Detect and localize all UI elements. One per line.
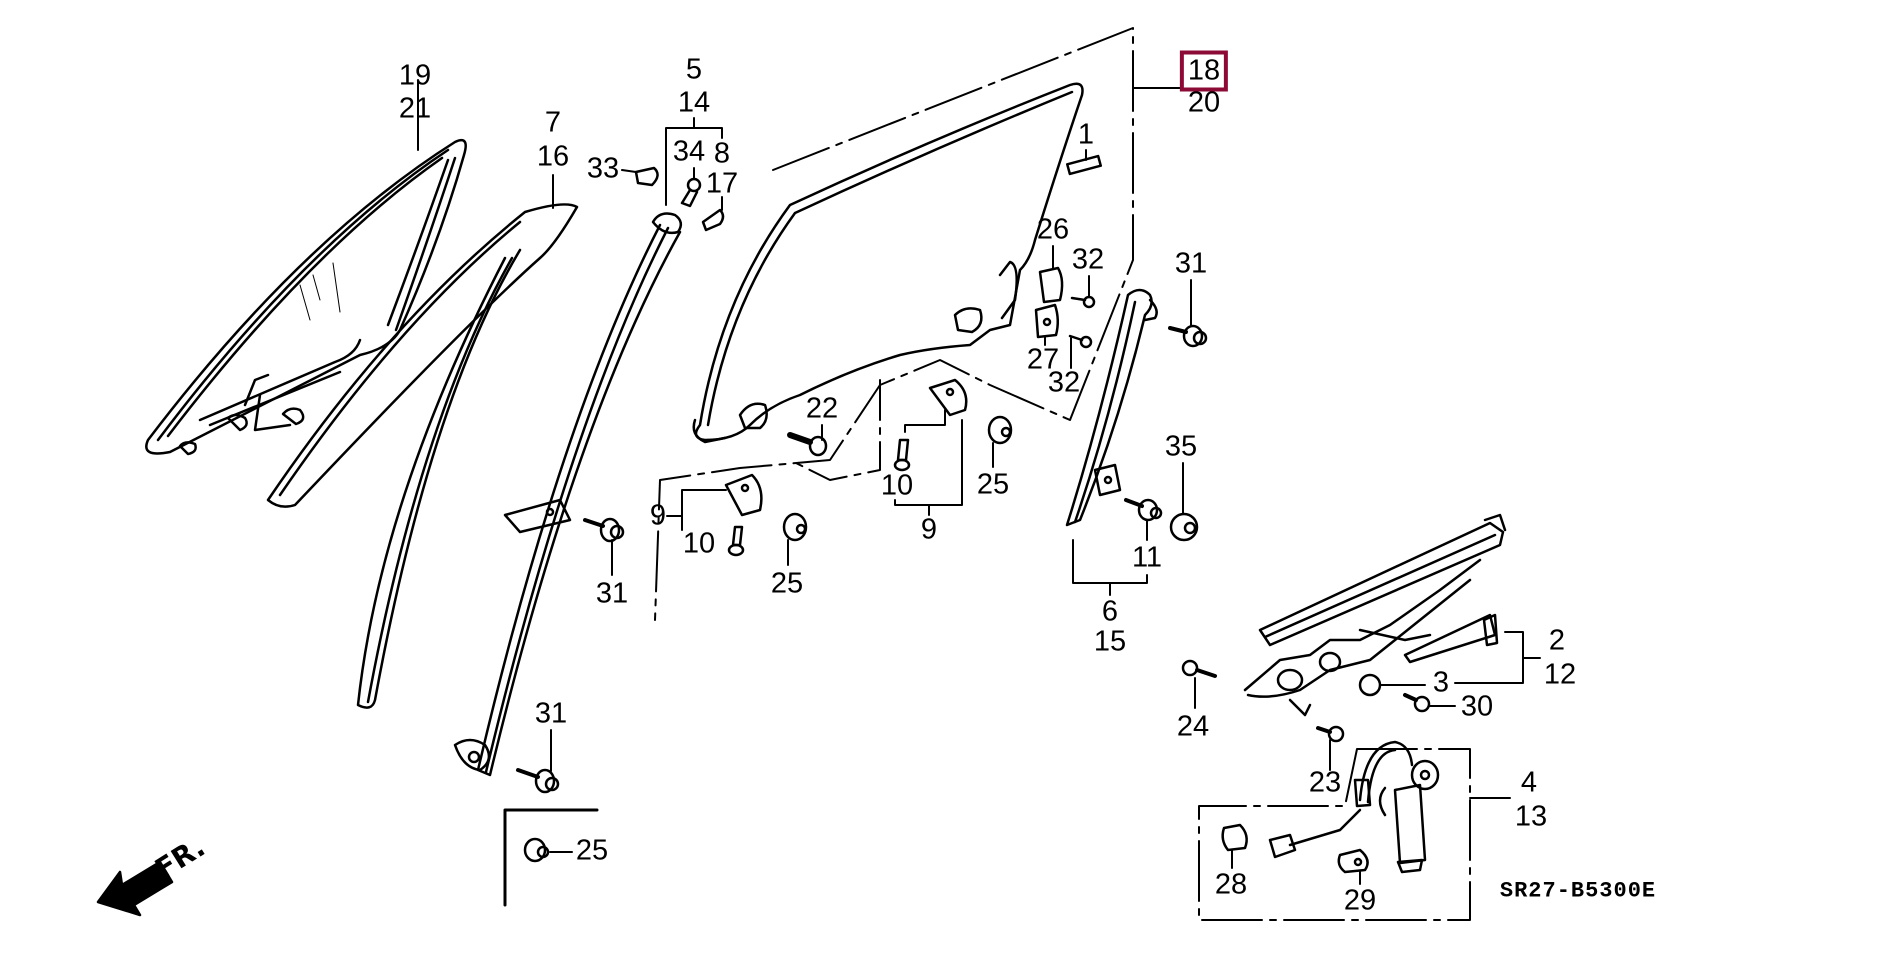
screw-33 (622, 168, 658, 185)
callout-13[interactable]: 13 (1514, 800, 1548, 833)
callout-32-lower[interactable]: 32 (1047, 366, 1081, 399)
callout-35[interactable]: 35 (1164, 430, 1198, 463)
bolt-23 (1318, 727, 1343, 770)
callout-33[interactable]: 33 (586, 152, 620, 185)
callout-3[interactable]: 3 (1432, 666, 1450, 699)
callout-20[interactable]: 20 (1187, 86, 1221, 119)
screw-32a (1072, 276, 1094, 307)
callout-15[interactable]: 15 (1093, 625, 1127, 658)
collar-25-lower (784, 514, 806, 565)
window-regulator-part (1245, 515, 1540, 715)
callout-25-boxed[interactable]: 25 (575, 834, 609, 867)
clip-17 (703, 197, 723, 230)
clip-28 (1223, 825, 1247, 868)
bolt-30 (1405, 695, 1455, 711)
callout-6[interactable]: 6 (1101, 595, 1119, 628)
callout-32-upper[interactable]: 32 (1071, 243, 1105, 276)
diagram-code: SR27-B5300E (1499, 878, 1657, 904)
bolt-31-lower (518, 730, 558, 792)
callout-34[interactable]: 34 (672, 135, 706, 168)
clip-27 (1036, 305, 1058, 345)
screw-32b (1070, 336, 1091, 368)
callout-2[interactable]: 2 (1548, 624, 1566, 657)
clip-26 (1040, 246, 1062, 302)
callout-22[interactable]: 22 (805, 392, 839, 425)
door-glass-part (655, 28, 1181, 620)
callout-17[interactable]: 17 (705, 167, 739, 200)
nut-35 (1171, 463, 1197, 540)
glass-holder-9-lower (667, 475, 761, 555)
clip-29 (1339, 850, 1368, 884)
bolt-22 (790, 425, 826, 455)
callout-14[interactable]: 14 (677, 86, 711, 119)
door-sash-part (268, 175, 577, 708)
collar-25-boxed (505, 810, 597, 905)
callout-10-upper[interactable]: 10 (880, 469, 914, 502)
screw-34 (682, 168, 700, 206)
callout-28[interactable]: 28 (1214, 868, 1248, 901)
callout-30[interactable]: 30 (1460, 690, 1494, 723)
callout-12[interactable]: 12 (1543, 658, 1577, 691)
callout-27[interactable]: 27 (1026, 343, 1060, 376)
window-motor-part (1199, 742, 1510, 920)
callout-7[interactable]: 7 (544, 106, 562, 139)
callout-25-lower[interactable]: 25 (770, 567, 804, 600)
collar-25-upper (989, 417, 1011, 467)
callout-23[interactable]: 23 (1308, 766, 1342, 799)
bolt-31-mid (585, 519, 623, 575)
bolt-11 (1126, 500, 1161, 540)
front-direction-arrow (98, 862, 172, 915)
rear-channel-part (1067, 290, 1157, 595)
bolt-24 (1183, 661, 1215, 708)
callout-25-upper[interactable]: 25 (976, 468, 1010, 501)
quarter-window-part (146, 80, 465, 454)
callout-9-upper[interactable]: 9 (920, 513, 938, 546)
callout-4[interactable]: 4 (1520, 766, 1538, 799)
callout-31-mid[interactable]: 31 (595, 577, 629, 610)
callout-11[interactable]: 11 (1131, 541, 1163, 574)
callout-18-highlighted[interactable]: 18 (1179, 50, 1229, 92)
callout-31-lower[interactable]: 31 (534, 697, 568, 730)
callout-26[interactable]: 26 (1036, 213, 1070, 246)
callout-21[interactable]: 21 (398, 92, 432, 125)
glass-holder-9-upper (790, 380, 966, 515)
bolt-31-right (1170, 280, 1206, 346)
callout-16[interactable]: 16 (536, 140, 570, 173)
callout-8[interactable]: 8 (713, 137, 731, 170)
nut-3 (1360, 675, 1425, 695)
callout-24[interactable]: 24 (1176, 710, 1210, 743)
run-channel-part (455, 118, 722, 775)
callout-9-lower[interactable]: 9 (649, 499, 667, 532)
callout-31-right[interactable]: 31 (1174, 247, 1208, 280)
callout-10-lower[interactable]: 10 (682, 527, 716, 560)
callout-29[interactable]: 29 (1343, 884, 1377, 917)
callout-5[interactable]: 5 (685, 53, 703, 86)
callout-1[interactable]: 1 (1077, 118, 1095, 151)
callout-19[interactable]: 19 (398, 59, 432, 92)
